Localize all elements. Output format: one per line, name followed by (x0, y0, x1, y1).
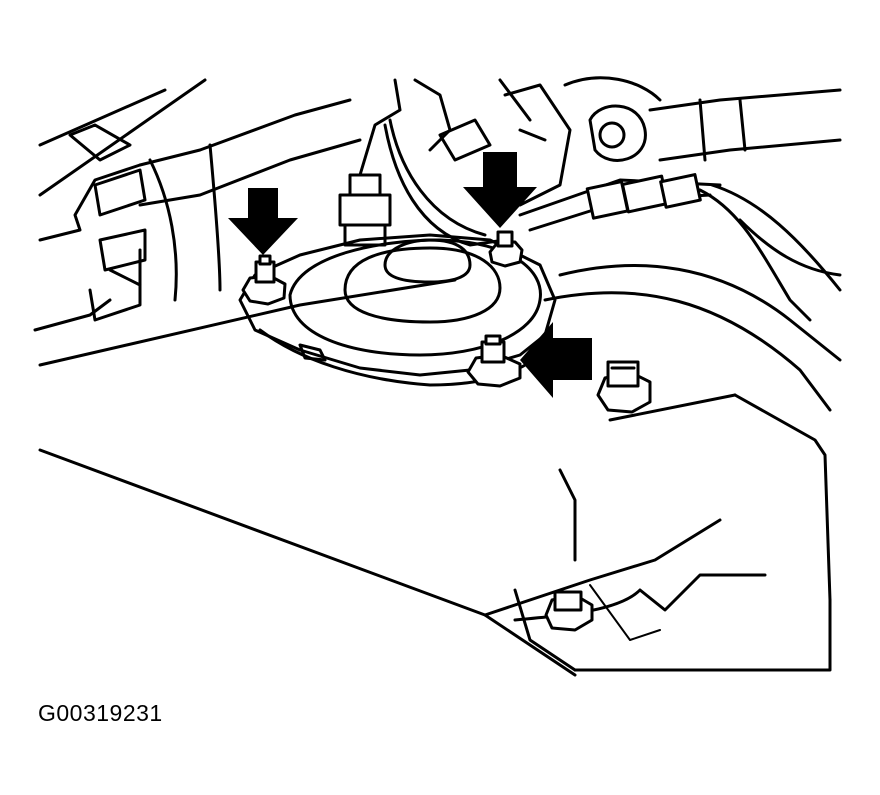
pointer-arrow-front (520, 322, 592, 398)
mount-nut-left (241, 254, 287, 306)
mount-nut-front (466, 334, 522, 388)
mount-nut-right (488, 230, 524, 268)
upper-hoses (358, 76, 842, 322)
figure-id-label: G00319231 (38, 700, 163, 726)
left-bracket (33, 78, 362, 332)
fender-panel (38, 263, 842, 677)
lower-nut (544, 590, 594, 632)
pointer-arrow-right (463, 152, 537, 228)
sensor-fitting (338, 173, 392, 247)
flange-nut (596, 360, 652, 414)
strut-top-mount (238, 233, 557, 387)
pointer-arrow-left (228, 188, 298, 255)
